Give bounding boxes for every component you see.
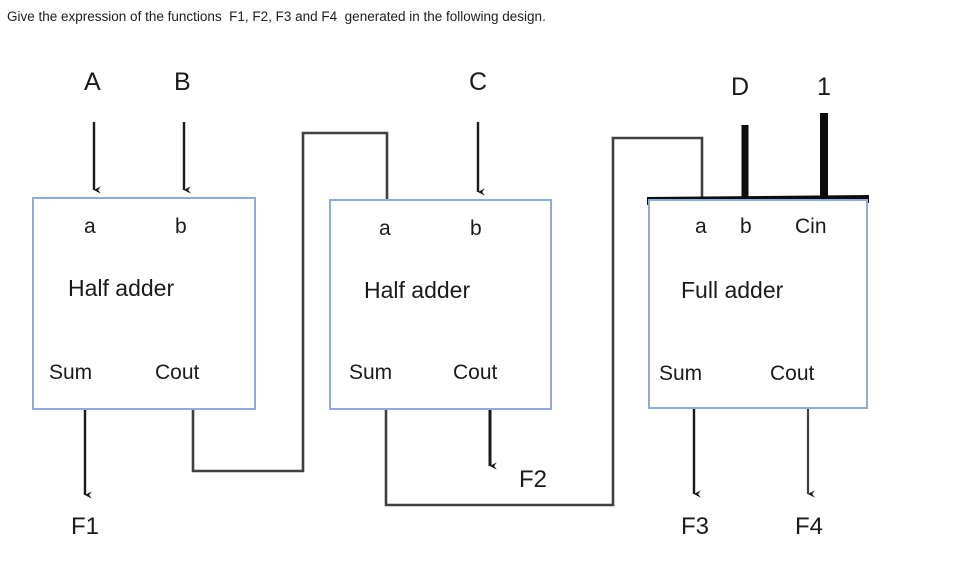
half-adder-1-port-sum: Sum bbox=[49, 361, 93, 384]
full-adder-port-a: a bbox=[695, 215, 707, 238]
full-adder-port-sum: Sum bbox=[659, 362, 703, 385]
input-label-b: B bbox=[174, 68, 191, 96]
question-text: Give the expression of the functions F1,… bbox=[7, 9, 546, 24]
half-adder-1-port-b: b bbox=[175, 215, 187, 238]
wire-ha1-cout-to-ha2-a bbox=[191, 131, 389, 473]
full-adder-port-cout: Cout bbox=[770, 362, 815, 385]
half-adder-2-port-sum: Sum bbox=[349, 361, 393, 384]
full-adder-title: Full adder bbox=[681, 277, 784, 303]
output-label-f1: F1 bbox=[71, 513, 100, 540]
output-label-f4: F4 bbox=[795, 513, 824, 540]
half-adder-2-port-b: b bbox=[470, 217, 482, 240]
full-adder-box[interactable] bbox=[648, 199, 868, 409]
half-adder-1-port-cout: Cout bbox=[155, 361, 200, 384]
full-adder-port-cin: Cin bbox=[795, 215, 827, 238]
half-adder-1-title: Half adder bbox=[68, 275, 175, 301]
wire-ha2-sum-to-fa-a bbox=[384, 136, 704, 507]
input-label-d: D bbox=[731, 73, 750, 101]
input-label-one: 1 bbox=[817, 73, 831, 101]
half-adder-2-box[interactable] bbox=[329, 199, 552, 410]
half-adder-2-title: Half adder bbox=[364, 277, 471, 303]
output-label-f2: F2 bbox=[519, 466, 548, 493]
half-adder-2-port-cout: Cout bbox=[453, 361, 498, 384]
input-label-c: C bbox=[469, 68, 488, 96]
full-adder-port-b: b bbox=[740, 215, 752, 238]
half-adder-1-port-a: a bbox=[84, 215, 96, 238]
output-label-f3: F3 bbox=[681, 513, 710, 540]
half-adder-2-port-a: a bbox=[379, 217, 391, 240]
half-adder-1-box[interactable] bbox=[32, 197, 256, 410]
input-label-a: A bbox=[84, 68, 101, 96]
